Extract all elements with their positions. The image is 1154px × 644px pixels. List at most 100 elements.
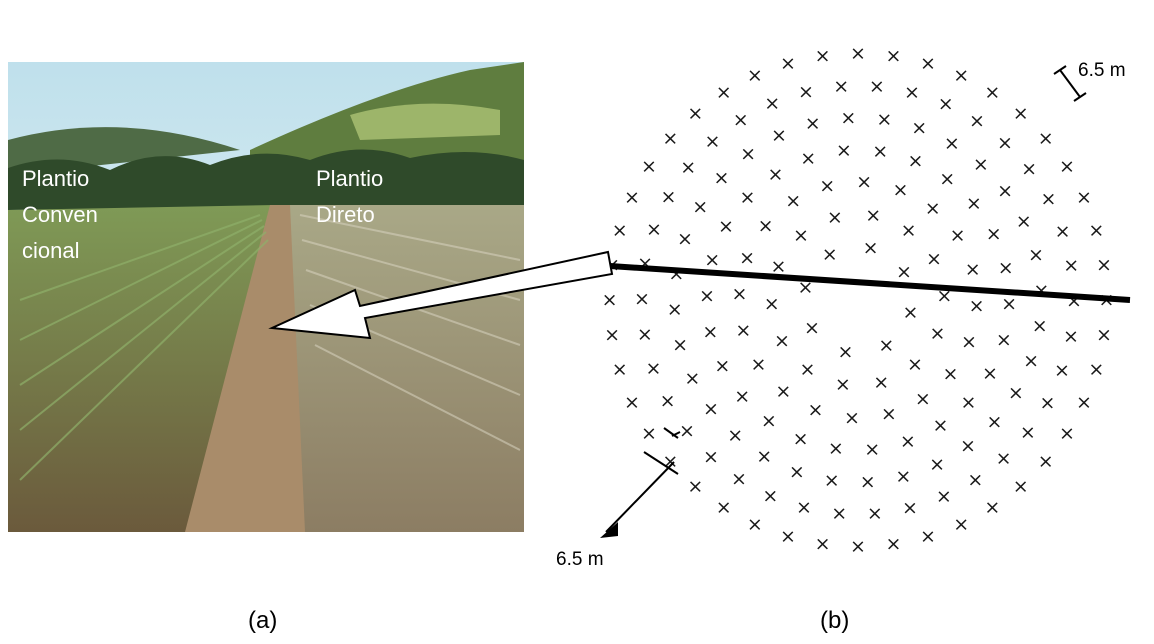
sampling-point-marker: × [1038,128,1054,150]
sampling-point-marker: × [1059,422,1075,444]
sampling-point-marker: × [965,258,981,280]
sampling-point-marker: × [850,42,866,64]
sampling-point-marker: × [950,225,966,247]
sampling-point-marker: × [624,187,640,209]
sampling-point-marker: × [953,513,969,535]
sampling-point-marker: × [660,390,676,412]
sampling-point-marker: × [929,454,945,476]
sampling-point-marker: × [764,92,780,114]
sampling-point-marker: × [1096,254,1112,276]
sampling-point-marker: × [997,180,1013,202]
sampling-point-marker: × [907,353,923,375]
sampling-point-marker: × [645,358,661,380]
caption-a: (a) [248,607,277,634]
sampling-point-marker: × [687,475,703,497]
sampling-point-marker: × [833,75,849,97]
sampling-point-marker: × [800,147,816,169]
sampling-point-marker: × [731,283,747,305]
sampling-point-marker: × [1008,382,1024,404]
sampling-point-marker: × [835,373,851,395]
sampling-point-marker: × [727,425,743,447]
sampling-point-marker: × [969,295,985,317]
sampling-point-marker: × [602,289,618,311]
sampling-point-marker: × [939,168,955,190]
sampling-point-marker: × [933,415,949,437]
sampling-point-marker: × [907,150,923,172]
sampling-point-marker: × [827,206,843,228]
sampling-point-marker: × [876,109,892,131]
sampling-point-marker: × [604,324,620,346]
sampling-point-marker: × [915,388,931,410]
sampling-point-marker: × [872,141,888,163]
sampling-point-marker: × [714,167,730,189]
sampling-point-marker: × [680,157,696,179]
sampling-point-marker: × [798,81,814,103]
sampling-point-marker: × [881,403,897,425]
sampling-point-marker: × [1040,392,1056,414]
sampling-point-marker: × [793,225,809,247]
sampling-point-marker: × [961,331,977,353]
sampling-point-marker: × [936,486,952,508]
sampling-point-marker: × [739,247,755,269]
sampling-point-marker: × [672,334,688,356]
sampling-point-marker: × [733,109,749,131]
sampling-point-marker: × [687,103,703,125]
sampling-point-marker: × [796,497,812,519]
sampling-point-marker: × [768,163,784,185]
sampling-point-marker: × [996,329,1012,351]
sampling-point-marker: × [984,82,1000,104]
sampling-point-marker: × [731,468,747,490]
sampling-point-marker: × [902,497,918,519]
sampling-point-marker: × [679,420,695,442]
sampling-point-marker: × [960,435,976,457]
sampling-point-marker: × [805,112,821,134]
sampling-point-marker: × [984,496,1000,518]
sampling-point-marker: × [1023,350,1039,372]
sampling-point-marker: × [942,363,958,385]
sampling-point-marker: × [1016,211,1032,233]
label-conventional-line-1: Plantio [22,166,89,191]
spacing-label-top: 6.5 m [1078,60,1126,81]
sampling-point-marker: × [704,249,720,271]
sampling-point-marker: × [869,75,885,97]
sampling-point-marker: × [789,461,805,483]
sampling-point-marker: × [702,321,718,343]
sampling-point-marker: × [780,526,796,548]
sampling-point-marker: × [986,223,1002,245]
sampling-point-marker: × [885,533,901,555]
sampling-point-marker: × [982,362,998,384]
sampling-point-marker: × [740,187,756,209]
sampling-point-marker: × [774,330,790,352]
sampling-point-marker: × [1013,475,1029,497]
sampling-point-marker: × [747,513,763,535]
sampling-point-marker: × [925,197,941,219]
sampling-point-marker: × [1076,391,1092,413]
sampling-point-marker: × [819,175,835,197]
sampling-point-marker: × [837,341,853,363]
sampling-point-marker: × [893,179,909,201]
sampling-point-marker: × [662,128,678,150]
sampling-point-marker: × [903,302,919,324]
sampling-point-marker: × [1096,324,1112,346]
sampling-point-marker: × [641,156,657,178]
label-conventional-line-2: Conven [22,202,98,227]
sampling-point-marker: × [775,381,791,403]
sampling-point-marker: × [824,469,840,491]
sampling-point-marker: × [844,407,860,429]
sampling-point-marker: × [758,215,774,237]
sampling-point-marker: × [734,386,750,408]
sampling-point-marker: × [771,125,787,147]
sampling-point-marker: × [684,368,700,390]
sampling-point-marker: × [641,422,657,444]
sampling-point-marker: × [808,399,824,421]
label-conventional-line-3: cional [22,238,79,263]
sampling-point-marker: × [864,438,880,460]
sampling-point-marker: × [1033,279,1049,301]
sampling-point-marker: × [966,193,982,215]
spacing-label-bottom: 6.5 m [556,549,604,570]
sampling-point-marker: × [771,256,787,278]
sampling-point-marker: × [836,140,852,162]
sampling-point-marker: × [1059,156,1075,178]
sampling-point-marker: × [961,392,977,414]
